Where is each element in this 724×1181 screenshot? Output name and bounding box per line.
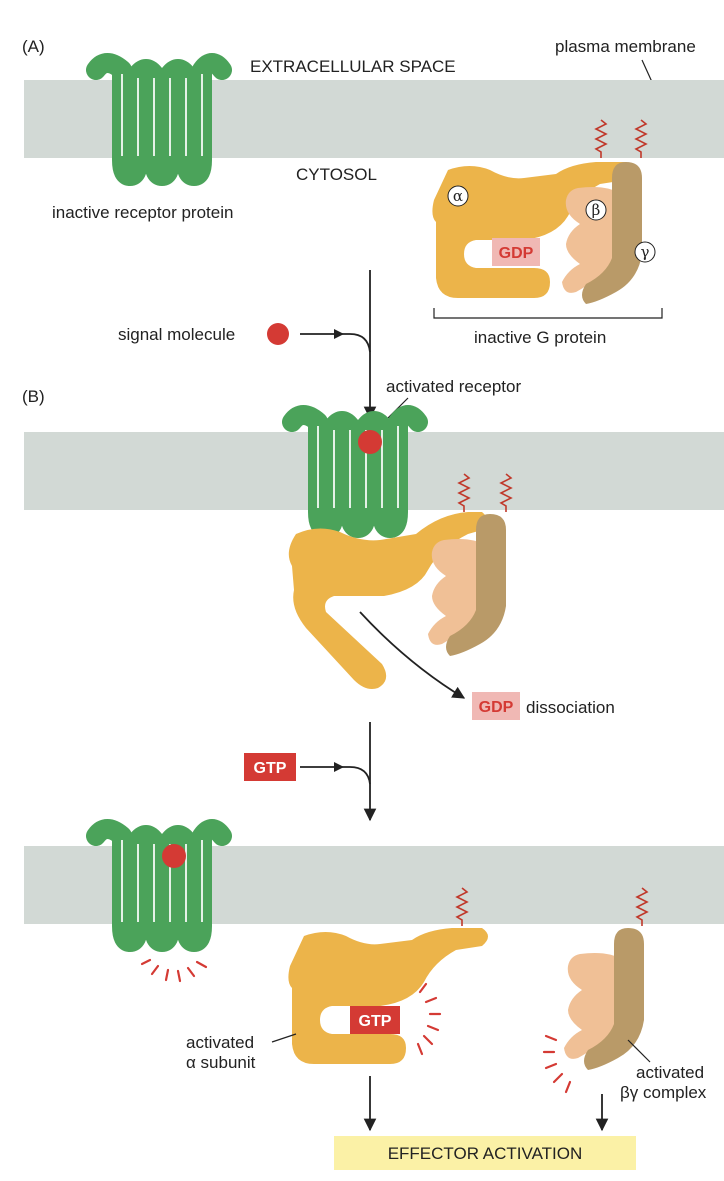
gdp-label-b: GDP [479, 699, 514, 716]
activated-alpha-leader [271, 1033, 297, 1043]
activated-receptor-label: activated receptor [386, 377, 521, 396]
beta-symbol: β [592, 201, 601, 219]
gtp-box-in [244, 753, 296, 781]
gdp-dissociation-arrow [359, 611, 466, 699]
dissociation-label: dissociation [526, 698, 615, 717]
gtp-label-c: GTP [359, 1013, 392, 1030]
beta-badge [585, 199, 607, 221]
cytosol-label: CYTOSOL [296, 165, 377, 184]
g-protein-bracket [433, 308, 663, 319]
plasma-membrane-leader [641, 59, 653, 83]
activated-alpha-label-line1: activated [186, 1033, 254, 1052]
gtp-box-c [350, 1006, 400, 1034]
g-protein-b [288, 473, 512, 689]
bound-signal-molecule-c [162, 844, 186, 868]
beta-gamma-activity-ticks [542, 1034, 572, 1094]
signal-arrowhead [334, 329, 344, 339]
effector-activation-box [334, 1136, 636, 1170]
gtp-merge-arrow [300, 766, 371, 785]
gamma-badge [634, 241, 656, 263]
panel-label-a: (A) [22, 37, 45, 56]
alpha-symbol: α [453, 187, 463, 205]
bound-signal-molecule-b [358, 430, 382, 454]
activated-bg-leader [627, 1039, 651, 1063]
receptor-activity-ticks [140, 958, 208, 983]
signal-merge-arrow [300, 333, 371, 353]
effector-activation-label: EFFECTOR ACTIVATION [388, 1144, 583, 1163]
gdp-box-a [492, 238, 540, 266]
extracellular-space-label: EXTRACELLULAR SPACE [250, 57, 456, 76]
alpha-subunit-c [288, 928, 488, 1064]
inactive-g-protein-label: inactive G protein [474, 328, 606, 347]
activated-bg-label-line2: βγ complex [620, 1083, 707, 1102]
activated-alpha-subunit: GTP [288, 887, 488, 1064]
plasma-membrane-label: plasma membrane [555, 37, 696, 56]
signal-molecule-label: signal molecule [118, 325, 235, 344]
signal-molecule-dot [267, 323, 289, 345]
activated-alpha-label-line2: α subunit [186, 1053, 256, 1072]
gtp-label-in: GTP [254, 760, 287, 777]
gdp-label-a: GDP [499, 245, 534, 262]
inactive-receptor-label: inactive receptor protein [52, 203, 233, 222]
panel-label-b: (B) [22, 387, 45, 406]
gtp-arrowhead [334, 762, 344, 772]
activated-receptor-c [96, 829, 222, 942]
inactive-receptor [96, 63, 222, 176]
gdp-box-b [472, 692, 520, 720]
alpha-activity-ticks [416, 982, 442, 1056]
gamma-symbol: γ [641, 243, 650, 261]
alpha-badge [447, 185, 469, 207]
activated-bg-label-line1: activated [636, 1063, 704, 1082]
activated-receptor [292, 415, 418, 528]
inactive-g-protein: α β γ GDP [432, 119, 656, 304]
